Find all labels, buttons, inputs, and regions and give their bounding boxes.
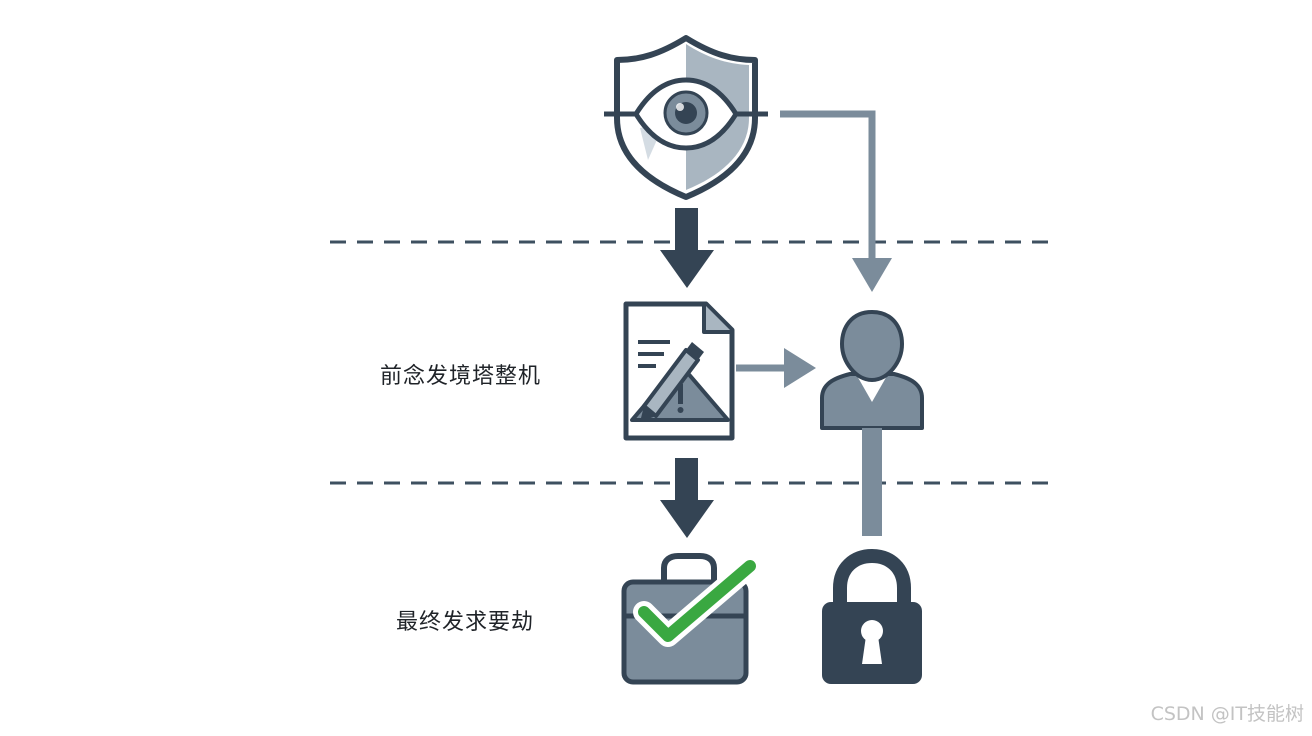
shield-eye-icon	[604, 35, 768, 200]
watermark-text: CSDN @IT技能树	[1150, 703, 1304, 725]
shield-to-person-arrow	[780, 110, 892, 292]
bottom-stage-label: 最终发求要劫	[396, 610, 535, 635]
person-to-lock-connector	[862, 428, 882, 536]
document-to-briefcase-arrow	[660, 458, 714, 538]
document-pen-warning-icon	[623, 301, 735, 441]
person-icon	[820, 309, 924, 430]
document-to-person-arrow	[736, 348, 816, 388]
middle-stage-label: 前念发境塔整机	[380, 364, 542, 389]
briefcase-check-icon	[621, 553, 761, 685]
shield-to-document-arrow	[660, 208, 714, 288]
padlock-icon	[822, 548, 922, 684]
